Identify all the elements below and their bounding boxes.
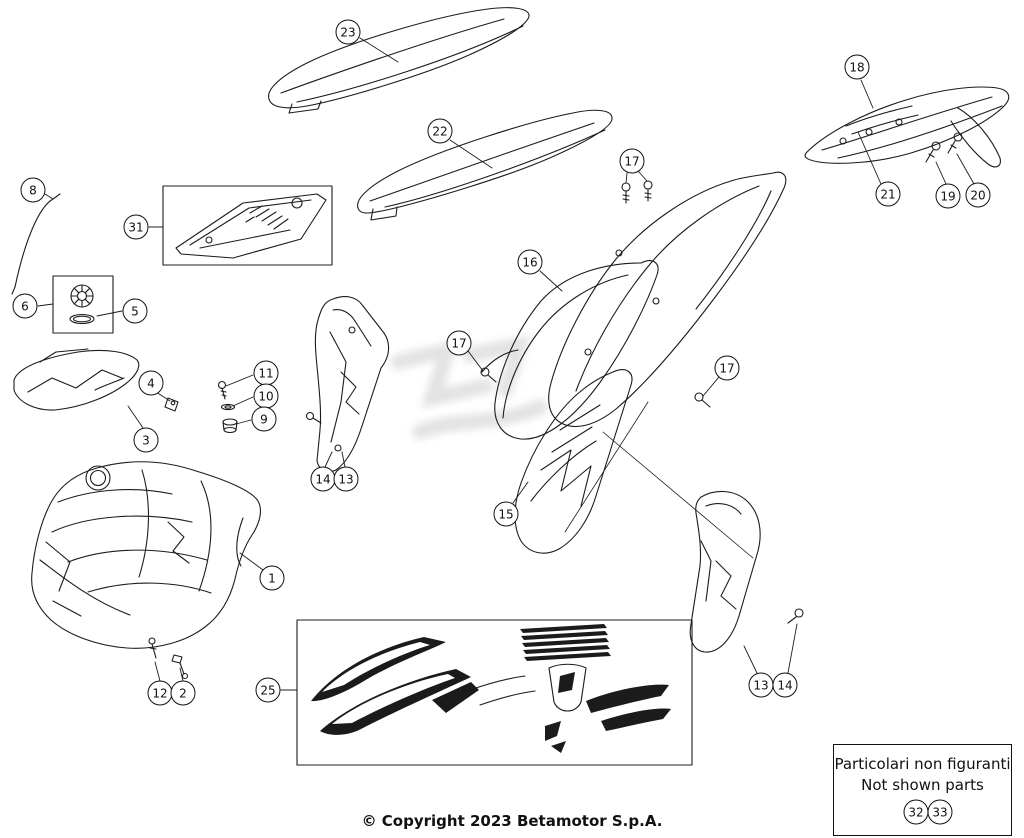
part-number: 2 [179, 686, 187, 700]
part-vent-tube [11, 193, 61, 295]
parts-tank-fittings [148, 637, 189, 680]
part-callout[interactable]: 10 [253, 383, 279, 409]
part-number: 1 [268, 571, 276, 585]
part-seat-lower [357, 109, 613, 221]
part-seat-upper [268, 7, 530, 114]
part-number: 33 [932, 805, 948, 819]
part-skid-plate [162, 185, 333, 266]
part-callout[interactable]: 17 [714, 355, 740, 381]
part-callout[interactable]: 18 [844, 54, 870, 80]
part-number: 32 [908, 805, 924, 819]
part-number: 12 [152, 686, 168, 700]
part-callout[interactable]: 11 [253, 360, 279, 386]
part-fuel-tank [31, 461, 261, 649]
part-callout[interactable]: 4 [138, 370, 164, 396]
part-number: 4 [147, 376, 155, 390]
part-number: 14 [777, 678, 793, 692]
part-callout[interactable]: 13 [333, 466, 359, 492]
part-number: 17 [719, 361, 735, 375]
part-callout[interactable]: 32 [903, 799, 929, 825]
part-number: 18 [849, 60, 865, 74]
part-lower-panel [514, 369, 633, 554]
part-callout[interactable]: 14 [772, 672, 798, 698]
part-number: 19 [940, 189, 956, 203]
part-number: 20 [970, 188, 986, 202]
part-callout[interactable]: 19 [935, 183, 961, 209]
decal-graphics [311, 624, 671, 753]
part-callout[interactable]: 15 [493, 501, 519, 527]
part-callout[interactable]: 17 [619, 148, 645, 174]
part-number: 14 [315, 472, 331, 486]
part-callout[interactable]: 12 [147, 680, 173, 706]
part-number: 22 [432, 124, 448, 138]
leader-lines [37, 37, 975, 691]
part-number: 15 [498, 507, 514, 521]
part-number: 13 [338, 472, 354, 486]
not-shown-title-en: Not shown parts [861, 776, 984, 794]
part-number: 11 [258, 366, 274, 380]
watermark [390, 335, 548, 440]
not-shown-title-it: Particolari non figuranti [834, 755, 1011, 773]
part-callout[interactable]: 13 [748, 672, 774, 698]
part-number: 6 [21, 299, 29, 313]
part-callout[interactable]: 14 [310, 466, 336, 492]
part-callout[interactable]: 6 [12, 293, 38, 319]
part-number: 3 [142, 433, 150, 447]
part-callout[interactable]: 31 [123, 214, 149, 240]
part-number: 10 [258, 389, 274, 403]
not-shown-parts-box: Particolari non figuranti Not shown part… [833, 744, 1012, 836]
part-number: 5 [131, 304, 139, 318]
part-callout[interactable]: 8 [20, 177, 46, 203]
part-callout[interactable]: 3 [133, 427, 159, 453]
part-callout[interactable]: 25 [255, 677, 281, 703]
part-callout[interactable]: 16 [517, 249, 543, 275]
part-fuel-cap-group [52, 275, 114, 334]
part-callout[interactable]: 33 [927, 799, 953, 825]
part-number: 9 [260, 412, 268, 426]
part-callout[interactable]: 21 [875, 181, 901, 207]
part-guard-right [689, 490, 804, 653]
part-number: 13 [753, 678, 769, 692]
part-number: 21 [880, 187, 896, 201]
part-number: 16 [522, 255, 538, 269]
part-callout[interactable]: 22 [427, 118, 453, 144]
part-callout[interactable]: 9 [251, 406, 277, 432]
part-callout[interactable]: 23 [335, 19, 361, 45]
part-shroud-left [13, 348, 140, 411]
part-callout[interactable]: 5 [122, 298, 148, 324]
part-number: 17 [451, 336, 467, 350]
part-number: 8 [29, 183, 37, 197]
copyright-text: © Copyright 2023 Betamotor S.p.A. [361, 812, 663, 830]
fasteners-group [164, 380, 238, 434]
part-side-panels [481, 171, 787, 440]
part-callout[interactable]: 1 [259, 565, 285, 591]
part-callout[interactable]: 17 [446, 330, 472, 356]
part-number: 25 [260, 683, 276, 697]
part-number: 23 [340, 25, 356, 39]
part-callout[interactable]: 20 [965, 182, 991, 208]
part-callout[interactable]: 2 [170, 680, 196, 706]
part-number: 17 [624, 154, 640, 168]
bolts-17 [480, 180, 711, 408]
part-number: 31 [128, 220, 144, 234]
